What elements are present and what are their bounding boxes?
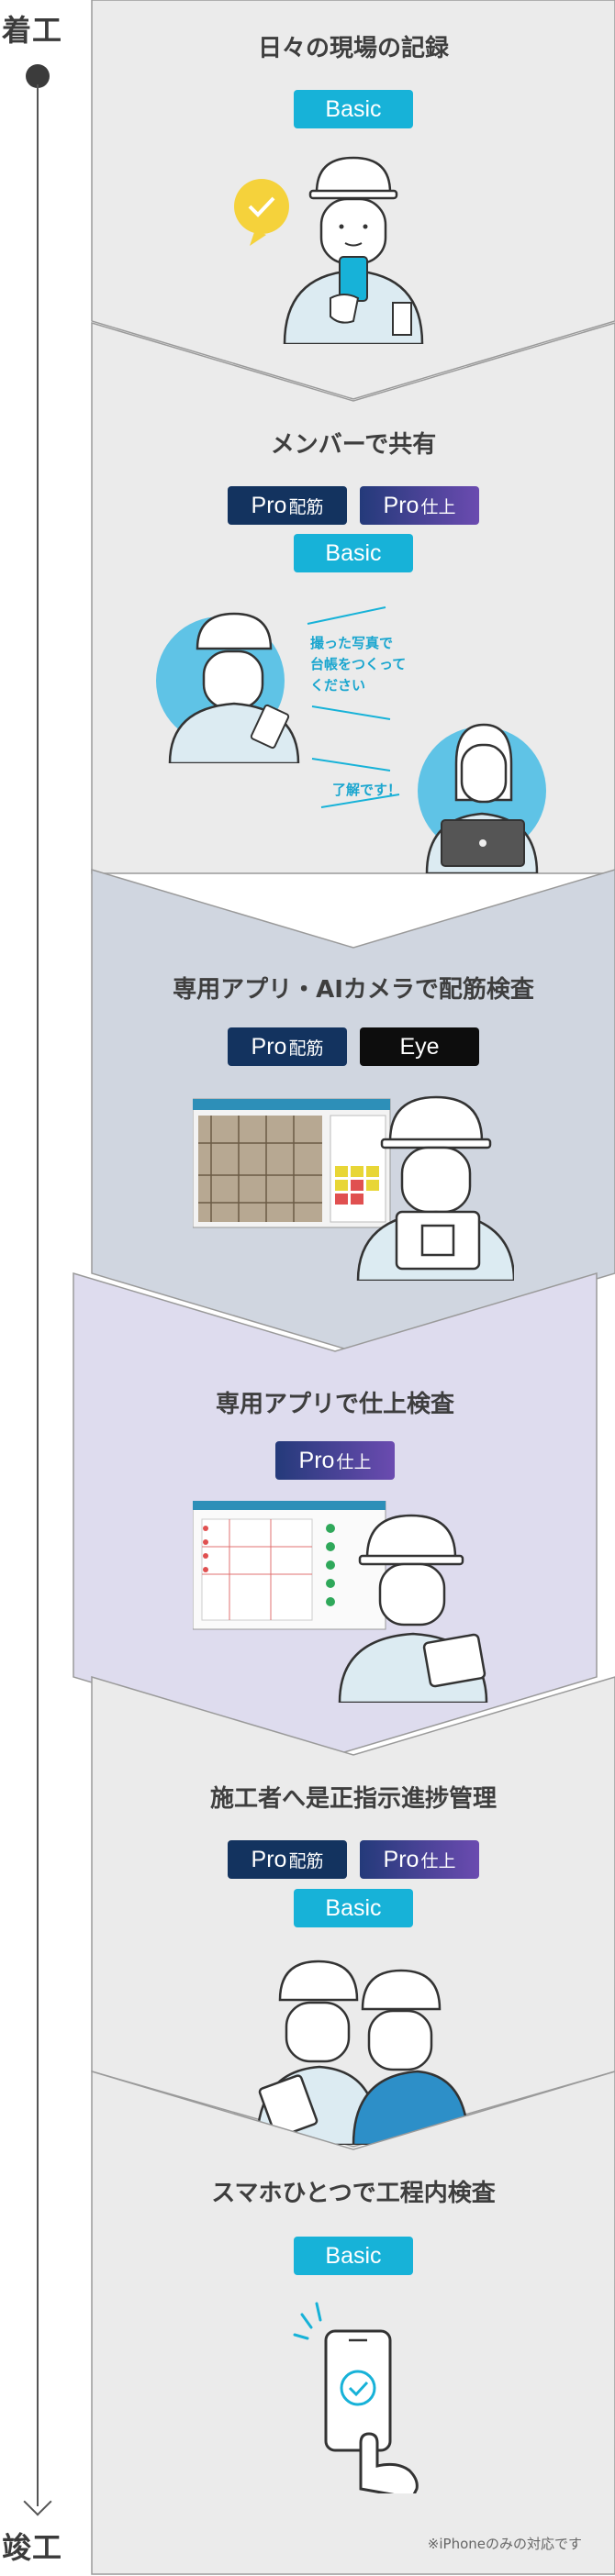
step-title: 施工者へ是正指示進捗管理 (209, 1785, 497, 1813)
iphone-footnote: ※iPhoneのみの対応です (427, 2536, 582, 2552)
timeline-arrow-icon (23, 2487, 52, 2516)
basic-badge: Basic (294, 90, 413, 128)
conversation-lines (307, 606, 400, 808)
ai-camera-inspection-illustration (193, 1095, 514, 1281)
basic-badge: Basic (294, 1889, 413, 1927)
step-daily-record: 日々の現場の記録 Basic (91, 0, 615, 404)
step-phone-inspection: スマホひとつで工程内検査 Basic (91, 2070, 615, 2576)
finish-inspection-illustration (193, 1501, 488, 1703)
eye-badge: Eye (360, 1027, 479, 1066)
step-title: 専用アプリ・AIカメラで配筋検査 (173, 976, 534, 1004)
basic-badge: Basic (294, 534, 413, 572)
timeline-start-dot (26, 64, 50, 88)
worker-with-tablet-illustration (156, 612, 300, 763)
step-title: 専用アプリで仕上検査 (215, 1391, 454, 1418)
timeline-end-label: 竣工 (2, 2530, 63, 2565)
basic-badge: Basic (294, 2237, 413, 2275)
step-title: 日々の現場の記録 (257, 35, 449, 62)
timeline-line (37, 84, 39, 2506)
woman-with-laptop-illustration (418, 723, 546, 873)
smartphone-check-icon (293, 2302, 419, 2493)
step-title: メンバーで共有 (270, 431, 437, 459)
speech-request: 撮った写真で 台帳をつくって ください (310, 635, 407, 694)
speech-reply: 了解です！ (332, 782, 402, 798)
two-workers-illustration (257, 1960, 468, 2145)
worker-with-phone-illustration (234, 156, 424, 344)
timeline-start-label: 着工 (2, 13, 63, 48)
step-title: スマホひとつで工程内検査 (211, 2180, 496, 2207)
step-background (91, 2070, 615, 2575)
